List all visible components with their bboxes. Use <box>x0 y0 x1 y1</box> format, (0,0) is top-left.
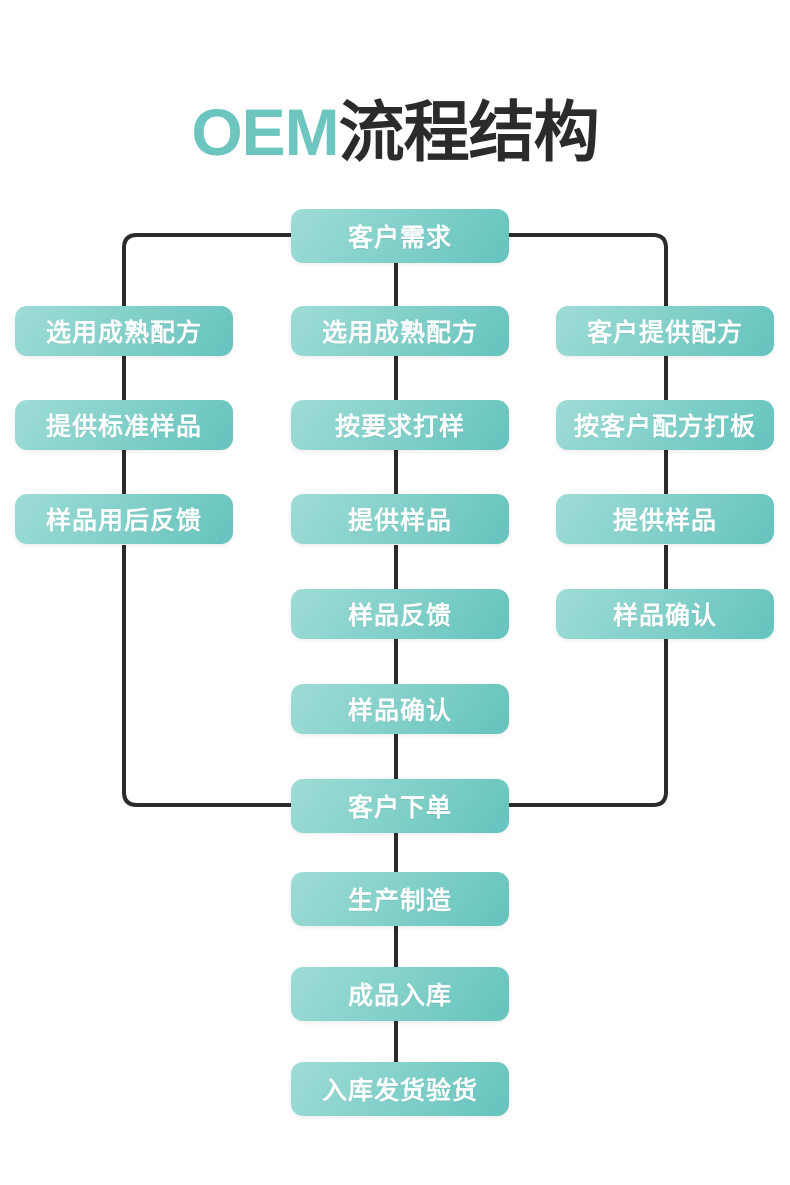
node-label: 按客户配方打板 <box>573 413 756 441</box>
node-right-1[interactable]: 客户提供配方 <box>556 306 774 356</box>
node-label: 生产制造 <box>347 887 452 915</box>
node-label: 客户提供配方 <box>586 319 743 347</box>
node-label: 提供样品 <box>347 507 452 535</box>
node-right-3[interactable]: 提供样品 <box>556 494 774 544</box>
rail-start-to-left <box>122 233 291 307</box>
node-label: 选用成熟配方 <box>321 319 478 347</box>
rail-left-to-merge <box>122 545 291 807</box>
node-label: 成品入库 <box>347 982 452 1010</box>
node-label: 客户下单 <box>347 794 452 822</box>
node-mid-4[interactable]: 样品反馈 <box>291 589 509 639</box>
node-label: 提供样品 <box>612 507 717 535</box>
node-label: 选用成熟配方 <box>45 319 202 347</box>
node-tail-1[interactable]: 生产制造 <box>291 872 509 926</box>
node-label: 提供标准样品 <box>45 413 202 441</box>
node-label: 样品反馈 <box>347 602 452 630</box>
node-label: 样品确认 <box>347 697 452 725</box>
node-tail-3[interactable]: 入库发货验货 <box>291 1062 509 1116</box>
page-title: OEM流程结构 <box>0 92 790 172</box>
rail-start-to-right <box>499 233 668 307</box>
node-label: 按要求打样 <box>334 413 465 441</box>
node-label: 样品确认 <box>612 602 717 630</box>
node-mid-1[interactable]: 选用成熟配方 <box>291 306 509 356</box>
node-tail-2[interactable]: 成品入库 <box>291 967 509 1021</box>
node-mid-2[interactable]: 按要求打样 <box>291 400 509 450</box>
node-left-3[interactable]: 样品用后反馈 <box>15 494 233 544</box>
page-title-latin: OEM <box>191 95 339 169</box>
node-right-2[interactable]: 按客户配方打板 <box>556 400 774 450</box>
node-label: 客户需求 <box>347 224 452 252</box>
node-mid-3[interactable]: 提供样品 <box>291 494 509 544</box>
node-mid-5[interactable]: 样品确认 <box>291 684 509 734</box>
node-label: 入库发货验货 <box>321 1077 478 1105</box>
node-right-4[interactable]: 样品确认 <box>556 589 774 639</box>
node-left-2[interactable]: 提供标准样品 <box>15 400 233 450</box>
node-start-customer-requirement[interactable]: 客户需求 <box>291 209 509 263</box>
page-title-cn: 流程结构 <box>338 95 600 169</box>
node-left-1[interactable]: 选用成熟配方 <box>15 306 233 356</box>
node-merge-customer-order[interactable]: 客户下单 <box>291 779 509 833</box>
node-label: 样品用后反馈 <box>45 507 202 535</box>
rail-right-to-merge <box>499 639 668 807</box>
